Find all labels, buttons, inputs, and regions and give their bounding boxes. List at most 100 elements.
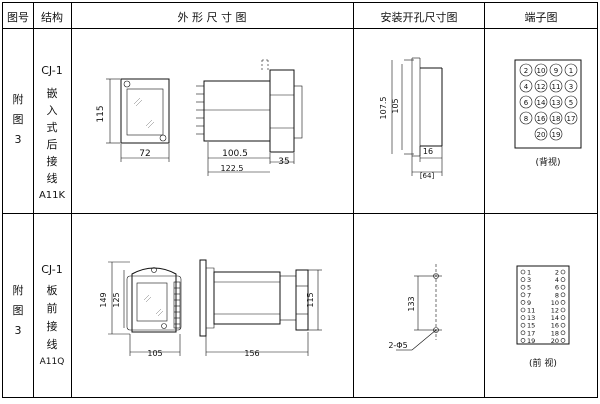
struct-char: 接 [47,320,58,333]
terminal-circle [519,111,533,125]
terminal-circle [534,79,548,93]
terminal-circle [549,111,563,125]
terminal-number: 10 [537,67,546,75]
terminal-circle [520,292,526,298]
terminal-circle [549,127,563,141]
terminal-circle [520,307,526,313]
terminal-circle [534,63,548,77]
terminal-number: 1 [527,269,531,277]
terminal-circle [560,315,566,320]
outline-drawing-a11k: 115 72 100.5 35 122.5 [96,59,303,176]
dim-rear-height: 115 [306,292,315,307]
terminal-circle [564,95,578,109]
header-outline: 外 形 尺 寸 图 [178,10,247,24]
terminal-number: 17 [527,329,535,337]
fig-no-char: 附 [13,283,24,297]
terminal-circle [520,338,526,343]
terminal-number: 1 [569,67,573,75]
model-label: CJ-1 [41,263,63,276]
header-terminal: 端子图 [525,11,558,24]
terminal-circle [549,79,563,93]
terminal-number: 13 [527,314,535,322]
code-label: A11Q [40,357,65,367]
terminal-number: 2 [555,269,559,277]
dim-width: 72 [139,149,150,159]
terminal-number: 14 [537,99,546,107]
terminal-circle [560,292,566,298]
struct-char: 线 [47,171,58,185]
terminal-number: 5 [527,284,531,292]
fig-no-char: 附 [13,92,24,106]
terminal-number: 16 [537,115,546,123]
terminal-number: 17 [567,115,576,123]
terminal-number: 19 [527,337,535,345]
terminal-circle [549,95,563,109]
terminal-circle [564,79,578,93]
dim-mount-inner: 105 [391,98,400,113]
terminal-circle [564,111,578,125]
terminal-circle [560,300,566,305]
terminal-circle [534,127,548,141]
terminal-circle [534,95,548,109]
outline-drawing-a11q: 149 125 105 115 156 [99,259,322,358]
fig-no-char: 3 [15,133,22,146]
terminal-number: 14 [551,314,559,322]
struct-char: 式 [47,121,58,134]
terminal-number: 16 [551,322,559,330]
struct-char: 入 [47,104,58,117]
terminal-circle [520,315,526,320]
terminal-circle [560,338,566,343]
terminal-number: 20 [537,131,546,139]
mount-drawing-a11k: 107.5 105 16 [64] [379,57,443,180]
model-label: CJ-1 [41,64,63,77]
terminal-view-label: (前 视) [529,357,557,369]
struct-char: 前 [47,301,58,315]
dim-rear: 35 [278,157,289,167]
header-mount: 安装开孔尺寸图 [381,10,458,24]
header-fig-no: 图号 [7,11,29,24]
terminal-number: 7 [527,291,531,299]
struct-char: 嵌 [47,87,58,100]
struct-char: 线 [47,337,58,351]
dim-depth: 156 [244,349,259,358]
terminal-number: 6 [524,99,529,107]
terminal-number: 20 [551,337,559,345]
terminal-number: 15 [527,322,535,330]
dim-mount-gap: 16 [423,147,433,156]
header-structure: 结构 [41,10,63,24]
terminal-circle [520,322,526,328]
terminal-circle [560,330,566,336]
terminal-number: 12 [551,307,559,315]
dim-mount-outer: 107.5 [379,97,388,120]
terminal-number: 4 [524,83,529,91]
terminal-circle [564,63,578,77]
terminal-number: 5 [569,99,573,107]
terminal-number: 19 [552,131,561,139]
dim-mount-hole: 2-Φ5 [388,341,407,350]
terminal-number: 9 [527,299,531,307]
terminal-circle [520,277,526,282]
terminal-circle [520,300,526,305]
fig-no-char: 图 [13,113,24,126]
terminal-circle [560,284,566,290]
dim-depth: 100.5 [222,149,248,159]
dim-mount-height: 133 [407,296,416,311]
dim-height: 115 [96,105,106,122]
dim-height-inner: 125 [112,292,121,307]
terminal-circle [560,322,566,328]
dim-mount-width: [64] [420,172,435,180]
terminal-number: 9 [554,67,558,75]
terminal-number: 13 [552,99,561,107]
dim-height-outer: 149 [99,292,108,307]
terminal-number: 11 [527,307,535,315]
terminal-circle [560,307,566,313]
terminal-number: 10 [551,299,559,307]
terminal-circle [560,277,566,282]
terminal-circle [560,269,566,275]
terminal-number: 18 [552,115,561,123]
terminal-circle [520,269,526,275]
